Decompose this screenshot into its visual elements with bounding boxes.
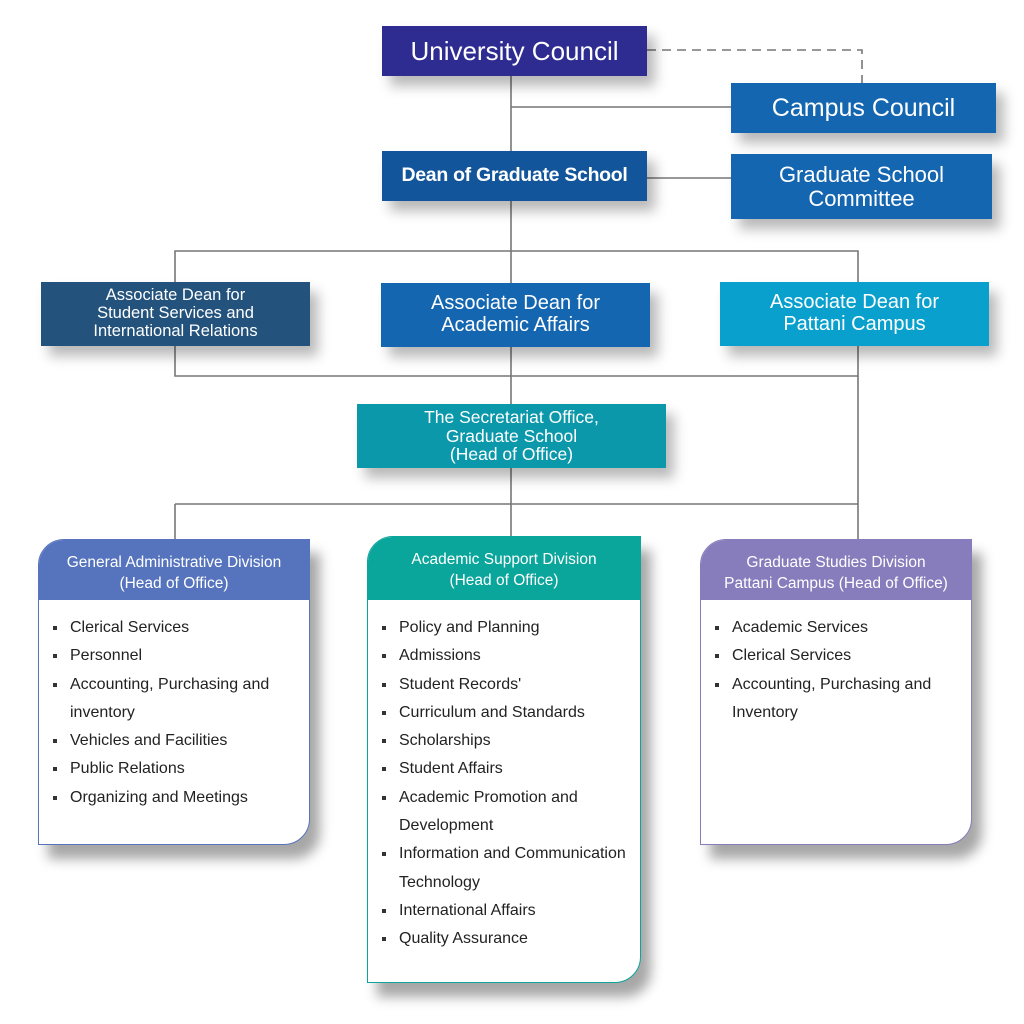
division-title-line: (Head of Office) <box>119 574 229 592</box>
division-header: General Administrative Division (Head of… <box>39 540 309 600</box>
division-item: Policy and Planning <box>382 614 640 642</box>
division-header: Academic Support Division (Head of Offic… <box>368 537 640 600</box>
associate-dean-academic-affairs-box: Associate Dean for Academic Affairs <box>381 283 650 347</box>
secretariat-label-line: (Head of Office) <box>449 444 574 465</box>
division-item: Admissions <box>382 642 640 670</box>
division-item: Personnel <box>53 642 309 670</box>
division-title-line: General Administrative Division <box>66 554 282 571</box>
associate-dean-label-line: Associate Dean for <box>770 291 939 314</box>
graduate-studies-division-card: Graduate Studies Division Pattani Campus… <box>700 539 972 845</box>
division-title-line: Academic Support Division <box>411 551 597 568</box>
secretariat-label-line: Graduate School <box>445 425 578 446</box>
division-header: Graduate Studies Division Pattani Campus… <box>701 540 971 600</box>
secretariat-office-box: The Secretariat Office, Graduate School … <box>357 404 666 468</box>
dean-box: Dean of Graduate School <box>382 151 647 201</box>
dean-label: Dean of Graduate School <box>401 164 628 187</box>
division-item: Curriculum and Standards <box>382 699 640 727</box>
associate-dean-pattani-campus-box: Associate Dean for Pattani Campus <box>720 282 989 346</box>
secretariat-label-line: The Secretariat Office, <box>424 406 599 427</box>
graduate-school-committee-box: Graduate School Committee <box>731 154 992 219</box>
division-item: Clerical Services <box>53 614 309 642</box>
division-item: Clerical Services <box>715 642 971 670</box>
campus-council-box: Campus Council <box>731 83 996 133</box>
associate-dean-label-line: Pattani Campus <box>783 313 926 335</box>
university-council-label: University Council <box>410 35 619 66</box>
division-item: Accounting, Purchasing and inventory <box>53 671 280 728</box>
division-item: Public Relations <box>53 755 309 783</box>
university-council-box: University Council <box>382 26 647 76</box>
division-item: Vehicles and Facilities <box>53 727 309 755</box>
division-items-list: Policy and Planning Admissions Student R… <box>368 600 640 954</box>
associate-dean-label-line: Student Services and <box>97 304 254 323</box>
division-title-line: Graduate Studies Division <box>746 554 926 571</box>
division-item: Student Affairs <box>382 755 640 783</box>
dashed-link-campus-council <box>647 49 863 83</box>
associate-dean-label-line: Academic Affairs <box>441 314 590 336</box>
general-administrative-division-card: General Administrative Division (Head of… <box>38 539 310 845</box>
division-item: Accounting, Purchasing and Inventory <box>715 671 942 728</box>
associate-dean-label-line: International Relations <box>93 321 258 340</box>
division-items-list: Clerical Services Personnel Accounting, … <box>39 600 309 812</box>
division-item: Academic Services <box>715 614 971 642</box>
associate-dean-label-line: Associate Dean for <box>431 292 600 315</box>
academic-support-division-card: Academic Support Division (Head of Offic… <box>367 536 641 983</box>
division-title-line: (Head of Office) <box>449 571 559 589</box>
committee-label-line: Graduate School <box>778 161 945 187</box>
division-item: Organizing and Meetings <box>53 784 309 812</box>
division-item: Scholarships <box>382 727 640 755</box>
division-item: Quality Assurance <box>382 925 640 953</box>
division-items-list: Academic Services Clerical Services Acco… <box>701 600 971 727</box>
associate-dean-label-line: Associate Dean for <box>105 286 246 305</box>
committee-label-line: Committee <box>808 185 915 211</box>
associate-dean-student-services-box: Associate Dean for Student Services and … <box>41 282 310 346</box>
division-item: International Affairs <box>382 897 640 925</box>
division-title-line: Pattani Campus (Head of Office) <box>724 574 948 592</box>
division-item: Information and Communication Technology <box>382 840 634 897</box>
division-item: Student Records' <box>382 671 640 699</box>
division-item: Academic Promotion and Development <box>382 784 614 841</box>
campus-council-label: Campus Council <box>771 93 956 122</box>
